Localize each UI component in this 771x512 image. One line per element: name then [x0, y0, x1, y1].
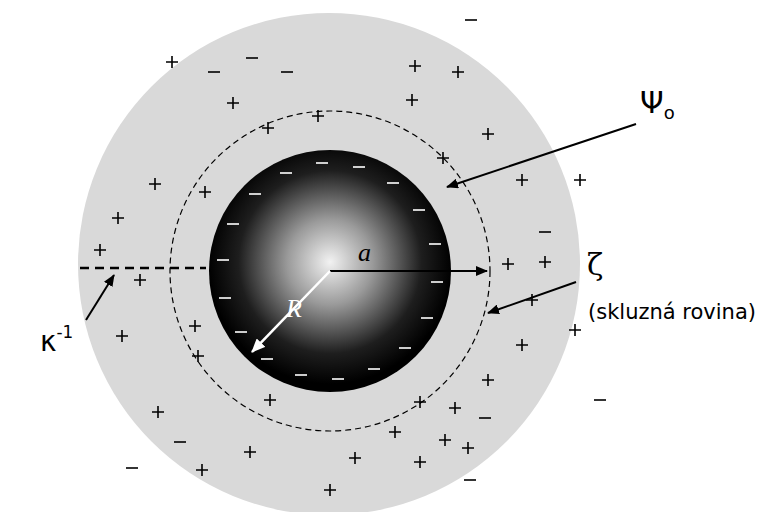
minus-sign — [387, 182, 399, 184]
leader-arrow — [86, 275, 114, 320]
plus-sign — [414, 456, 426, 468]
plus-sign — [149, 178, 161, 190]
plus-sign — [414, 396, 426, 408]
plus-sign — [409, 60, 421, 72]
plus-sign — [437, 152, 449, 164]
minus-sign — [217, 259, 229, 261]
plus-sign — [516, 174, 528, 186]
slip-plane-label: (skluzná rovina) — [588, 302, 756, 323]
minus-sign — [126, 467, 138, 469]
minus-sign — [421, 317, 433, 319]
minus-sign — [399, 347, 411, 349]
minus-sign — [295, 374, 307, 376]
plus-sign — [406, 94, 418, 106]
leader-arrow — [488, 282, 576, 313]
diffuse-layer — [78, 13, 580, 512]
minus-sign — [227, 223, 239, 225]
radius-label: R — [286, 296, 302, 322]
plus-sign — [192, 350, 204, 362]
minus-sign — [465, 19, 477, 21]
minus-sign — [539, 231, 551, 233]
leader-arrow — [447, 124, 636, 187]
plus-sign — [116, 330, 128, 342]
plus-sign — [244, 446, 256, 458]
minus-sign — [261, 358, 273, 360]
minus-sign — [368, 368, 380, 370]
debye-length-label: κ-1 — [40, 324, 73, 356]
plus-sign — [189, 320, 201, 332]
plus-sign — [389, 426, 401, 438]
plus-sign — [516, 339, 528, 351]
minus-sign — [208, 71, 220, 73]
minus-sign — [353, 166, 365, 168]
charge-signs — [94, 20, 606, 496]
minus-sign — [249, 193, 261, 195]
plus-sign — [262, 122, 274, 134]
minus-sign — [431, 281, 443, 283]
radius-r-arrow — [252, 271, 330, 352]
plus-sign — [324, 484, 336, 496]
zeta-label: ζ — [587, 250, 603, 280]
plus-sign — [227, 97, 239, 109]
plus-sign — [439, 434, 451, 446]
minus-sign — [219, 297, 231, 299]
plus-sign — [502, 258, 514, 270]
plus-sign — [449, 402, 461, 414]
plus-sign — [452, 66, 464, 78]
minus-sign — [332, 378, 344, 380]
potential-label: Ψo — [640, 88, 675, 122]
plus-sign — [166, 56, 178, 68]
minus-sign — [174, 441, 186, 443]
plus-sign — [349, 452, 361, 464]
minus-sign — [413, 209, 425, 211]
minus-sign — [464, 479, 476, 481]
slip-plane — [170, 111, 490, 431]
plus-sign — [264, 394, 276, 406]
plus-sign — [462, 442, 474, 454]
plus-sign — [482, 374, 494, 386]
plus-sign — [134, 274, 146, 286]
minus-sign — [594, 399, 606, 401]
minus-sign — [479, 417, 491, 419]
plus-sign — [312, 110, 324, 122]
plus-sign — [152, 406, 164, 418]
plus-sign — [539, 256, 551, 268]
debye-length-line — [80, 267, 206, 270]
plus-sign — [482, 128, 494, 140]
radius-label: a — [358, 240, 371, 266]
minus-sign — [246, 57, 258, 59]
minus-sign — [281, 71, 293, 73]
minus-sign — [280, 172, 292, 174]
plus-sign — [94, 244, 106, 256]
plus-sign — [112, 212, 124, 224]
minus-sign — [316, 162, 328, 164]
plus-sign — [199, 186, 211, 198]
plus-sign — [574, 174, 586, 186]
radius-a-arrow — [330, 270, 487, 272]
minus-sign — [429, 243, 441, 245]
plus-sign — [196, 464, 208, 476]
minus-sign — [235, 331, 247, 333]
plus-sign — [569, 324, 581, 336]
